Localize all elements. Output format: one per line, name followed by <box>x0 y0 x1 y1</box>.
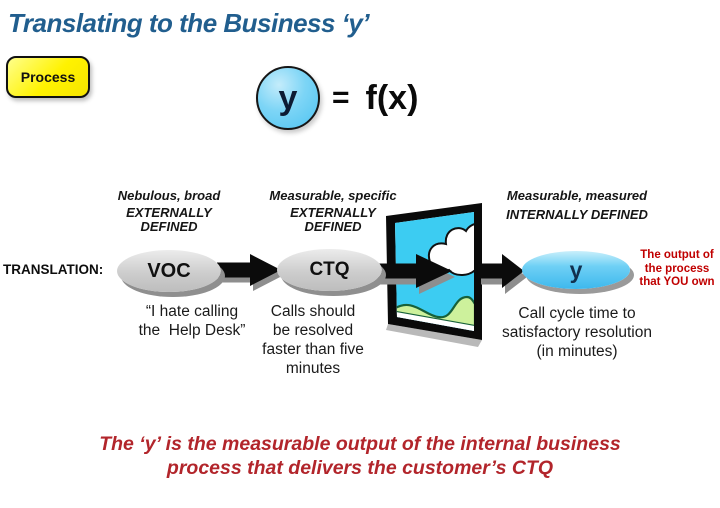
col3-tagline: Measurable, measured <box>506 188 648 203</box>
arrow-door-to-y <box>478 254 527 294</box>
y-label: y <box>569 256 583 283</box>
ctq-ellipse: CTQ <box>277 249 382 291</box>
ctq-quote: Calls should be resolved faster than fiv… <box>262 303 364 377</box>
col2-tagline: Measurable, specific <box>269 188 397 203</box>
voc-ellipse: VOC <box>117 250 221 292</box>
col1-defined: EXTERNALLY DEFINED <box>126 205 212 234</box>
y-quote: Call cycle time to satisfactory resoluti… <box>502 305 652 360</box>
arrow-ctq-to-door <box>372 254 455 294</box>
process-button[interactable]: Process <box>6 56 90 98</box>
footer-message: The ‘y’ is the measurable output of the … <box>99 433 621 479</box>
hill-icon <box>395 295 474 328</box>
formula-fx: f(x) <box>365 78 419 117</box>
y-circle-icon: y <box>256 66 320 130</box>
col3-defined: INTERNALLY DEFINED <box>506 207 648 222</box>
col1-tagline: Nebulous, broad <box>117 188 221 203</box>
voc-quote: “I hate calling the Help Desk” <box>138 303 246 339</box>
formula-y-equals-fx: y = f(x) <box>256 66 418 130</box>
arrow-voc-to-ctq <box>217 254 284 291</box>
translation-label: TRANSLATION: <box>3 262 104 277</box>
ctq-label: CTQ <box>309 259 350 280</box>
process-button-label: Process <box>20 69 76 85</box>
col2-defined: EXTERNALLY DEFINED <box>290 205 376 234</box>
formula-y: y <box>278 78 298 117</box>
formula-equals: = <box>332 81 350 114</box>
output-note: The output of the process that YOU own <box>639 249 715 288</box>
voc-label: VOC <box>147 259 191 282</box>
page-title: Translating to the Business ‘y’ <box>8 8 370 38</box>
y-ellipse: y <box>522 251 630 289</box>
